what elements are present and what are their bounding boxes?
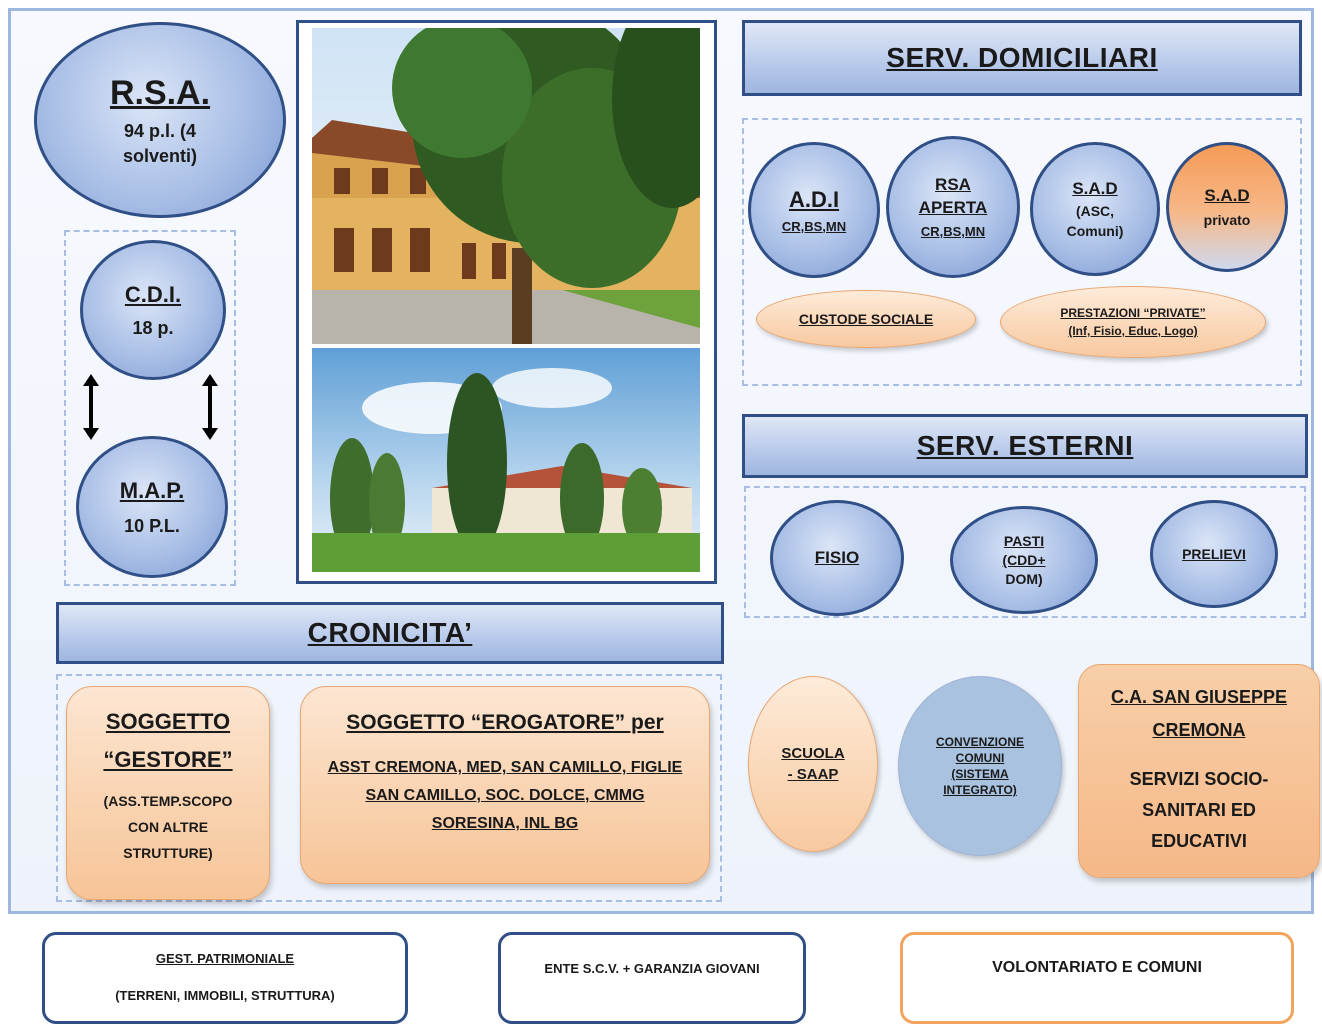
prestazioni-line2: (Inf, Fisio, Educ, Logo) [1068,324,1198,338]
serv-domiciliari-group [742,118,1302,386]
convenzione-line2: COMUNI [955,751,1005,765]
custode-sociale-label: CUSTODE SOCIALE [798,311,934,327]
soggetto-gestore-box: SOGGETTO “GESTORE” (ASS.TEMP.SCOPO CON A… [66,686,270,900]
pasti-circle: PASTI (CDD+ DOM) [950,506,1098,614]
ca-line5: EDUCATIVI [1151,831,1247,851]
serv-domiciliari-header: SERV. DOMICILIARI [742,20,1302,96]
gest-patrimoniale-sub: (TERRENI, IMMOBILI, STRUTTURA) [115,988,335,1003]
serv-esterni-group [744,486,1306,618]
sad-line1: (ASC, [1075,203,1115,219]
ca-line1: C.A. SAN GIUSEPPE [1110,687,1288,707]
building-photo [312,28,700,344]
gest-patrimoniale-title: GEST. PATRIMONIALE [155,951,295,966]
serv-domiciliari-title: SERV. DOMICILIARI [886,42,1158,73]
cronicita-title: CRONICITA’ [307,617,473,648]
serv-esterni-title: SERV. ESTERNI [916,430,1134,461]
adi-sub: CR,BS,MN [781,218,847,234]
prelievi-circle: PRELIEVI [1150,500,1278,608]
map-title: M.A.P. [119,477,185,503]
convenzione-line3: (SISTEMA [951,767,1009,781]
fisio-circle: FISIO [770,500,904,616]
scuola-line2: - SAAP [787,766,839,783]
scuola-line1: SCUOLA [781,745,845,762]
scuola-saap-oval: SCUOLA - SAAP [748,676,878,852]
double-arrow-icon [83,374,99,440]
erogatore-line1: ASST CREMONA, MED, SAN CAMILLO, FIGLIE [327,759,683,776]
map-circle: M.A.P. 10 P.L. [76,436,228,578]
pasti-line1: PASTI [1003,533,1045,549]
cronicita-group [56,674,722,902]
adi-circle: A.D.I CR,BS,MN [748,142,880,278]
ca-line2: CREMONA [1152,720,1246,740]
ente-scv-box: ENTE S.C.V. + GARANZIA GIOVANI [498,932,806,1024]
sad-privato-sub: privato [1203,212,1251,228]
erogatore-line2: SAN CAMILLO, SOC. DOLCE, CMMG [365,787,645,804]
ca-line4: SANITARI ED [1142,800,1256,820]
convenzione-line1: CONVENZIONE [935,735,1024,749]
gestore-line3: (ASS.TEMP.SCOPO [103,793,233,809]
erogatore-title: SOGGETTO “EROGATORE” per [346,711,664,734]
villa-photo [312,348,700,572]
prestazioni-line1: PRESTAZIONI “PRIVATE” [1060,306,1206,320]
convenzione-comuni-oval: CONVENZIONE COMUNI (SISTEMA INTEGRATO) [898,676,1062,856]
volontariato-comuni-box: VOLONTARIATO E COMUNI [900,932,1294,1024]
prestazioni-private-oval: PRESTAZIONI “PRIVATE” (Inf, Fisio, Educ,… [1000,286,1266,358]
serv-esterni-header: SERV. ESTERNI [742,414,1308,478]
cdi-title: C.D.I. [124,281,182,307]
soggetto-erogatore-box: SOGGETTO “EROGATORE” per ASST CREMONA, M… [300,686,710,884]
cronicita-header: CRONICITA’ [56,602,724,664]
rsa-line2: solventi) [122,145,197,166]
sad-title: S.A.D [1072,179,1118,198]
convenzione-line4: INTEGRATO) [943,783,1017,797]
ca-san-giuseppe-box: C.A. SAN GIUSEPPE CREMONA SERVIZI SOCIO-… [1078,664,1320,878]
sad-line2: Comuni) [1066,223,1124,239]
rsa-aperta-sub: CR,BS,MN [920,224,986,239]
prelievi-label: PRELIEVI [1182,546,1246,562]
double-arrow-icon [202,374,218,440]
cdi-map-group [64,230,236,586]
gestore-line1: SOGGETTO [105,709,231,734]
gest-patrimoniale-box: GEST. PATRIMONIALE (TERRENI, IMMOBILI, S… [42,932,408,1024]
pasti-line2: (CDD+ [1002,552,1046,568]
rsa-circle: R.S.A. 94 p.l. (4 solventi) [34,22,286,218]
rsa-aperta-circle: RSA APERTA CR,BS,MN [886,136,1020,278]
ente-scv-label: ENTE S.C.V. + GARANZIA GIOVANI [544,961,760,976]
erogatore-line3: SORESINA, INL BG [431,815,579,832]
gestore-line5: STRUTTURE) [123,845,213,861]
sad-circle: S.A.D (ASC, Comuni) [1030,142,1160,276]
rsa-line1: 94 p.l. (4 [123,120,197,141]
sad-privato-title: S.A.D [1204,186,1250,205]
rsa-title: R.S.A. [109,73,211,112]
cdi-circle: C.D.I. 18 p. [80,240,226,380]
gestore-line4: CON ALTRE [127,819,209,835]
sad-privato-circle: S.A.D privato [1166,142,1288,272]
volontariato-comuni-label: VOLONTARIATO E COMUNI [992,959,1202,976]
rsa-aperta-line2: APERTA [918,198,988,217]
rsa-aperta-line1: RSA [935,175,971,194]
adi-title: A.D.I [788,186,840,212]
map-sub: 10 P.L. [124,515,180,536]
fisio-label: FISIO [814,548,860,567]
ca-line3: SERVIZI SOCIO- [1129,769,1269,789]
pasti-line3: DOM) [1005,571,1043,587]
cdi-sub: 18 p. [132,317,174,338]
gestore-line2: “GESTORE” [103,747,233,772]
custode-sociale-oval: CUSTODE SOCIALE [756,290,976,348]
